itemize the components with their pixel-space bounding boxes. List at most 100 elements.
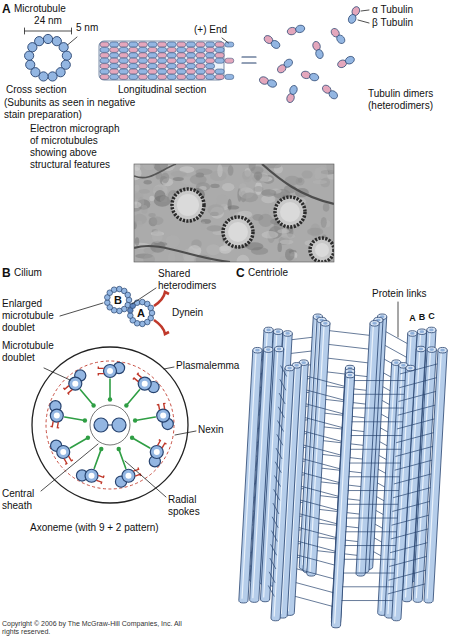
beta-tubulin (289, 84, 299, 95)
tubulin-dimer (286, 24, 305, 36)
grain (282, 234, 296, 239)
protein-link (397, 433, 434, 443)
tubule-lumen (142, 381, 148, 387)
a-tubule (85, 469, 98, 482)
grain (207, 204, 224, 215)
tube-lumen (440, 349, 445, 352)
protein-link (389, 570, 426, 580)
protein-link (296, 596, 333, 606)
tubulin-subunit (117, 308, 123, 314)
tube-body (392, 368, 415, 621)
part-label: Dynein (172, 307, 203, 319)
plasmalemma (32, 347, 188, 503)
dynein-arm (154, 292, 169, 306)
protein-link (385, 345, 406, 357)
tubulin-subunit (206, 69, 215, 74)
protein-link (299, 541, 336, 551)
tube-body (239, 350, 262, 603)
tubulin-subunit (129, 47, 138, 52)
tubulin-dimer (312, 40, 325, 59)
tubulin-subunit (186, 58, 195, 63)
tubulin-subunit (129, 53, 138, 58)
tube-lumen (323, 322, 328, 325)
protein-link (399, 392, 436, 402)
tube-end (253, 347, 262, 353)
leader-line (164, 367, 174, 369)
tubulin-subunit (110, 47, 119, 52)
grain (262, 231, 279, 238)
grain (326, 164, 334, 172)
tubulin-subunit (196, 74, 205, 79)
tubule-lumen (160, 413, 166, 419)
protein-link (393, 488, 430, 498)
tubulin-dimer (347, 5, 361, 24)
tubulin-subunit (119, 47, 128, 52)
spoke-head (86, 436, 90, 440)
a-tubule (69, 377, 82, 390)
grain (149, 196, 154, 201)
tubulin-subunit (158, 74, 167, 79)
protein-link (275, 476, 281, 486)
tubulin-subunit (206, 58, 215, 63)
tubulin-subunit (215, 58, 224, 63)
protein-link (269, 572, 275, 582)
tubulin-subunit (129, 58, 138, 63)
protein-link (391, 529, 428, 539)
leader-line (358, 20, 369, 23)
grain (217, 164, 222, 177)
central-microtubule (94, 418, 108, 432)
grain (139, 189, 150, 194)
microtubule-profile (275, 197, 305, 227)
protein-link (297, 569, 334, 579)
grain (313, 180, 328, 184)
grain (243, 170, 252, 182)
micrograph-frame (134, 164, 334, 262)
microtubule (331, 372, 354, 628)
grain (264, 210, 269, 214)
part-label: Nexin (198, 424, 224, 436)
spoke-head (130, 436, 134, 440)
break-mark (242, 56, 256, 57)
grain (168, 252, 175, 262)
microtubule (307, 321, 330, 577)
protein-link (390, 557, 427, 567)
tube-end (438, 347, 447, 353)
tubulin-subunit (215, 42, 224, 47)
tube-lumen (276, 330, 281, 333)
tubulin-subunit (148, 64, 157, 69)
break-mark (242, 62, 256, 63)
tubulin-subunit (206, 47, 215, 52)
tubulin-subunit (138, 42, 147, 47)
tubulin-subunit (167, 74, 176, 79)
tubulin-subunit (177, 47, 186, 52)
spoke-head (124, 403, 128, 407)
leader-line (125, 461, 166, 497)
protein-link (343, 586, 393, 587)
protein-link (306, 404, 343, 414)
protein-link (272, 531, 278, 541)
tube-lumen (429, 348, 434, 351)
tube-lumen (394, 361, 399, 364)
radial-spoke (109, 379, 111, 398)
radial-spoke (70, 439, 86, 449)
microtubule-profile (223, 217, 253, 247)
dynein-arm (57, 422, 59, 428)
leader-line (361, 10, 369, 11)
microtubule-lumen (228, 222, 248, 242)
tubulin-subunit (128, 313, 134, 319)
grain (228, 165, 234, 175)
tubulin-subunit (206, 74, 215, 79)
dynein-arm (68, 390, 72, 395)
protein-link (298, 555, 335, 565)
protein-link (393, 502, 430, 512)
cilium-panel (32, 286, 196, 503)
triplets (239, 314, 447, 628)
tubulin-subunit (196, 69, 205, 74)
tubulin-subunit (138, 58, 147, 63)
tube-lumen (301, 361, 306, 364)
tubulin-subunit (35, 37, 44, 46)
figure-caption: Electron micrograph of microtubules show… (30, 123, 130, 171)
protein-link (296, 583, 333, 593)
grain (210, 184, 219, 188)
part-label: Plasmalemma (176, 360, 239, 372)
